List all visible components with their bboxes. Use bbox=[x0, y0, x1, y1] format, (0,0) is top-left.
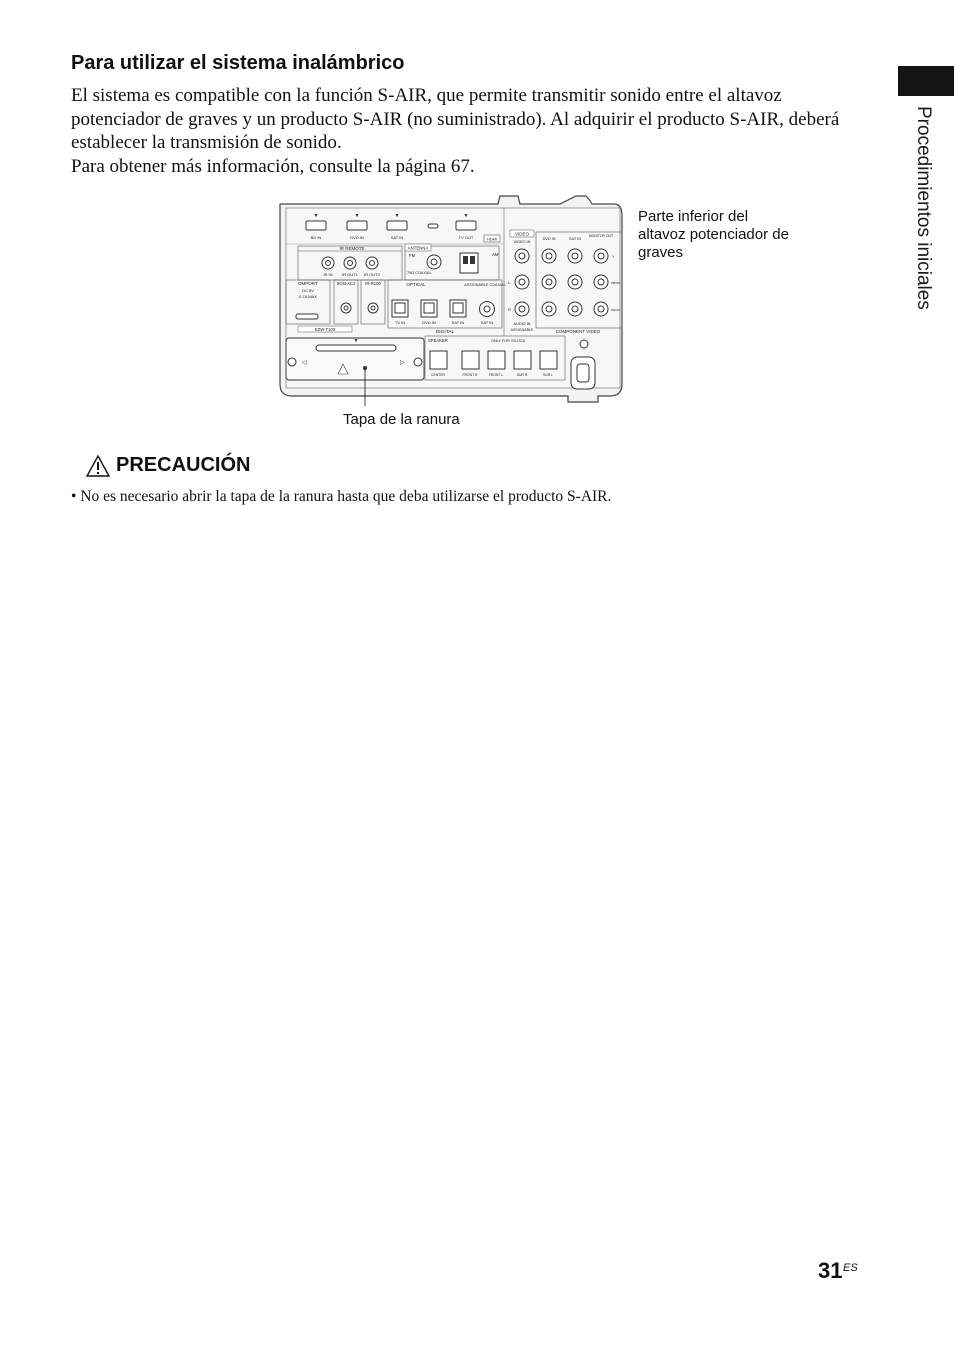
svg-text:FRONT R: FRONT R bbox=[462, 373, 478, 377]
svg-text:IR-R100: IR-R100 bbox=[365, 281, 381, 286]
hdmi-label: SAT IN bbox=[391, 235, 404, 240]
svg-text:PB/CB: PB/CB bbox=[611, 281, 620, 285]
video-audio-block: VIDEO VIDEO IN L R AUDIO IN ASSIGNABLE D… bbox=[508, 229, 623, 334]
svg-text:IR OUT2: IR OUT2 bbox=[364, 272, 381, 277]
svg-text:ASSIGNABLE: ASSIGNABLE bbox=[511, 328, 534, 332]
dmport-block: DMPORT DC 5V 0.7A MAX SCM-AC2 IR-R100 bbox=[285, 279, 386, 325]
section-side-label: Procedimientos iniciales bbox=[913, 106, 934, 310]
svg-text:COMPONENT VIDEO: COMPONENT VIDEO bbox=[556, 329, 601, 334]
svg-text:L: L bbox=[508, 280, 511, 285]
warning-triangle-icon bbox=[86, 454, 110, 477]
svg-text:SPEAKER: SPEAKER bbox=[428, 338, 448, 343]
svg-text:0.7A MAX: 0.7A MAX bbox=[299, 294, 317, 299]
hdmi-label: BD IN bbox=[311, 235, 322, 240]
svg-text:ASSIGNABLE COAXIAL: ASSIGNABLE COAXIAL bbox=[464, 283, 506, 287]
svg-text:PR/CR: PR/CR bbox=[611, 308, 621, 312]
page-number: 31 bbox=[818, 1258, 843, 1283]
rear-panel-illustration: ▼ ▼ ▼ ▼ BD IN DVD IN SAT IN TV OUT HDMI … bbox=[279, 195, 623, 406]
svg-text:ONLY FOR SS-IS15: ONLY FOR SS-IS15 bbox=[491, 339, 525, 343]
callout-subwoofer-bottom: Parte inferior del altavoz potenciador d… bbox=[638, 208, 789, 261]
slot-cover: EZW-T100 ◁ ▷ ▼ bbox=[285, 325, 425, 381]
svg-text:▼: ▼ bbox=[314, 213, 319, 219]
section-tab-marker bbox=[898, 66, 954, 96]
svg-text:IR OUT1: IR OUT1 bbox=[342, 272, 359, 277]
svg-text:OPTICAL: OPTICAL bbox=[406, 282, 426, 287]
svg-text:▼: ▼ bbox=[354, 338, 359, 344]
intro-text: El sistema es compatible con la función … bbox=[71, 84, 871, 178]
svg-text:SAT IN: SAT IN bbox=[569, 237, 581, 241]
svg-text:DVD IN: DVD IN bbox=[422, 320, 436, 325]
svg-text:SAT IN: SAT IN bbox=[452, 320, 465, 325]
svg-text:DMPORT: DMPORT bbox=[298, 281, 318, 286]
svg-text:▼: ▼ bbox=[355, 213, 360, 219]
intro-paragraph: El sistema es compatible con la función … bbox=[71, 85, 840, 153]
warning-icon bbox=[337, 363, 349, 375]
svg-text:FM: FM bbox=[409, 253, 416, 258]
svg-text:75Ω COAXIAL: 75Ω COAXIAL bbox=[407, 271, 432, 275]
section-heading: Para utilizar el sistema inalámbrico bbox=[71, 52, 405, 74]
svg-text:Y: Y bbox=[612, 255, 615, 259]
svg-text:SAT IN: SAT IN bbox=[481, 320, 494, 325]
caution-item: • No es necesario abrir la tapa de la ra… bbox=[71, 488, 612, 505]
svg-text:◁: ◁ bbox=[302, 360, 307, 366]
svg-text:SCM-AC2: SCM-AC2 bbox=[337, 281, 357, 286]
svg-text:VIDEO: VIDEO bbox=[515, 232, 530, 237]
callout-slot-cover: Tapa de la ranura bbox=[343, 411, 460, 428]
svg-text:EZW-T100: EZW-T100 bbox=[315, 327, 336, 332]
caution-list: • No es necesario abrir la tapa de la ra… bbox=[71, 488, 611, 506]
intro-paragraph: Para obtener más información, consulte l… bbox=[71, 155, 475, 177]
svg-text:DIGITAL: DIGITAL bbox=[436, 329, 455, 335]
svg-text:IR IN: IR IN bbox=[323, 272, 332, 277]
svg-text:AM: AM bbox=[492, 252, 499, 257]
ir-remote-label: IR REMOTE bbox=[339, 246, 364, 251]
speaker-terminals: SPEAKER ONLY FOR SS-IS15 CENTER FRONT R … bbox=[424, 335, 596, 390]
svg-text:R: R bbox=[508, 307, 511, 312]
hdmi-label: DVD IN bbox=[350, 235, 364, 240]
svg-text:SUR R: SUR R bbox=[517, 373, 528, 377]
page-language-suffix: ES bbox=[843, 1262, 858, 1274]
hdmi-label: HDMI bbox=[487, 237, 497, 242]
hdmi-ports: ▼ ▼ ▼ ▼ BD IN DVD IN SAT IN TV OUT HDMI bbox=[305, 213, 501, 243]
svg-text:DVD IN: DVD IN bbox=[543, 237, 556, 241]
svg-text:MONITOR OUT: MONITOR OUT bbox=[589, 234, 613, 238]
svg-text:AUDIO IN: AUDIO IN bbox=[514, 322, 531, 326]
svg-text:▼: ▼ bbox=[464, 213, 469, 219]
svg-text:FRONT L: FRONT L bbox=[489, 373, 504, 377]
svg-text:▷: ▷ bbox=[400, 360, 405, 366]
caution-title: PRECAUCIÓN bbox=[116, 454, 251, 476]
svg-text:▼: ▼ bbox=[395, 213, 400, 219]
hdmi-label: TV OUT bbox=[459, 235, 474, 240]
antenna-block: ANTENNA FM AM 75Ω COAXIAL bbox=[404, 243, 500, 281]
svg-text:TV IN: TV IN bbox=[395, 320, 405, 325]
svg-text:DC 5V: DC 5V bbox=[302, 288, 314, 293]
svg-text:CENTER: CENTER bbox=[431, 373, 445, 377]
svg-text:SUR L: SUR L bbox=[543, 373, 553, 377]
svg-text:VIDEO IN: VIDEO IN bbox=[514, 240, 531, 244]
svg-text:ANTENNA: ANTENNA bbox=[408, 246, 429, 251]
ir-remote-block: IR REMOTE IR IN IR OUT1 IR OUT2 bbox=[297, 245, 403, 281]
caution-heading: PRECAUCIÓN bbox=[86, 454, 250, 477]
digital-inputs: OPTICAL ASSIGNABLE COAXIAL TV IN DVD IN … bbox=[387, 279, 506, 335]
